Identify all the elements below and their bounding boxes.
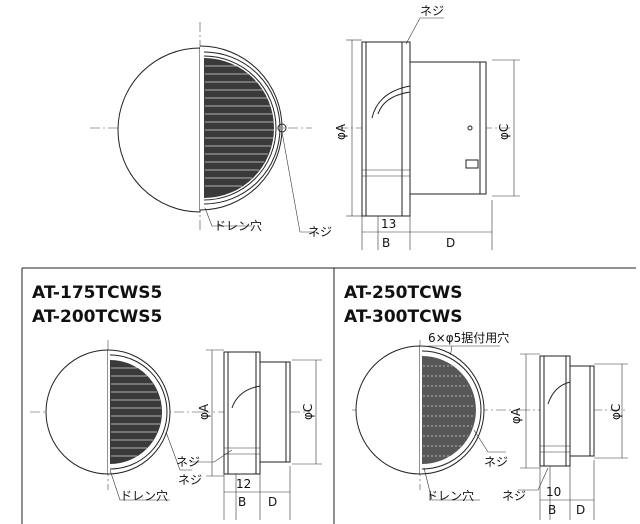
top-dim-B: B — [382, 236, 390, 250]
top-front-view: ドレン穴 ネジ — [90, 22, 332, 239]
right-panel: AT-250TCWS AT-300TCWS 6×φ5据付用穴 ドレン穴 ネジ — [344, 283, 628, 520]
top-dim-A: φA — [334, 123, 348, 140]
right-dim-B: B — [548, 503, 556, 517]
left-drain-label: ドレン穴 — [120, 488, 168, 503]
top-dim-D: D — [446, 236, 455, 250]
top-dim-13: 13 — [381, 217, 396, 231]
top-dim-C: φC — [497, 124, 511, 140]
right-screw-label-1: ネジ — [484, 455, 508, 469]
left-dim-C: φC — [301, 404, 315, 420]
right-mount-holes-label: 6×φ5据付用穴 — [428, 330, 509, 345]
right-screw-label-2: ネジ — [502, 489, 526, 503]
left-model-2: AT-200TCWS5 — [32, 307, 162, 327]
left-dim-D: D — [268, 495, 277, 509]
right-perforation — [423, 365, 474, 457]
right-model-2: AT-300TCWS — [344, 307, 463, 327]
left-panel: AT-175TCWS5 AT-200TCWS5 ドレン穴 ネジ — [30, 283, 322, 520]
right-dim-D: D — [576, 503, 585, 517]
left-model-1: AT-175TCWS5 — [32, 283, 162, 303]
left-dim-A: φA — [197, 403, 211, 420]
top-side-view: φA ネジ φC 13 B D — [334, 4, 520, 250]
top-grille-slats — [205, 65, 274, 187]
right-drain-label: ドレン穴 — [426, 488, 474, 503]
left-screw-label-2: ネジ — [178, 473, 202, 487]
top-drain-label: ドレン穴 — [214, 218, 262, 233]
right-dim-10: 10 — [546, 485, 561, 499]
top-screw-top-label: ネジ — [420, 4, 444, 18]
left-screw-label-1: ネジ — [176, 455, 200, 469]
right-dim-C: φC — [609, 404, 623, 420]
top-screw-label: ネジ — [308, 225, 332, 239]
left-dim-B: B — [238, 495, 246, 509]
right-model-1: AT-250TCWS — [344, 283, 463, 303]
left-grille-slats — [111, 367, 161, 457]
right-dim-A: φA — [509, 407, 523, 424]
left-dim-12: 12 — [236, 477, 251, 491]
